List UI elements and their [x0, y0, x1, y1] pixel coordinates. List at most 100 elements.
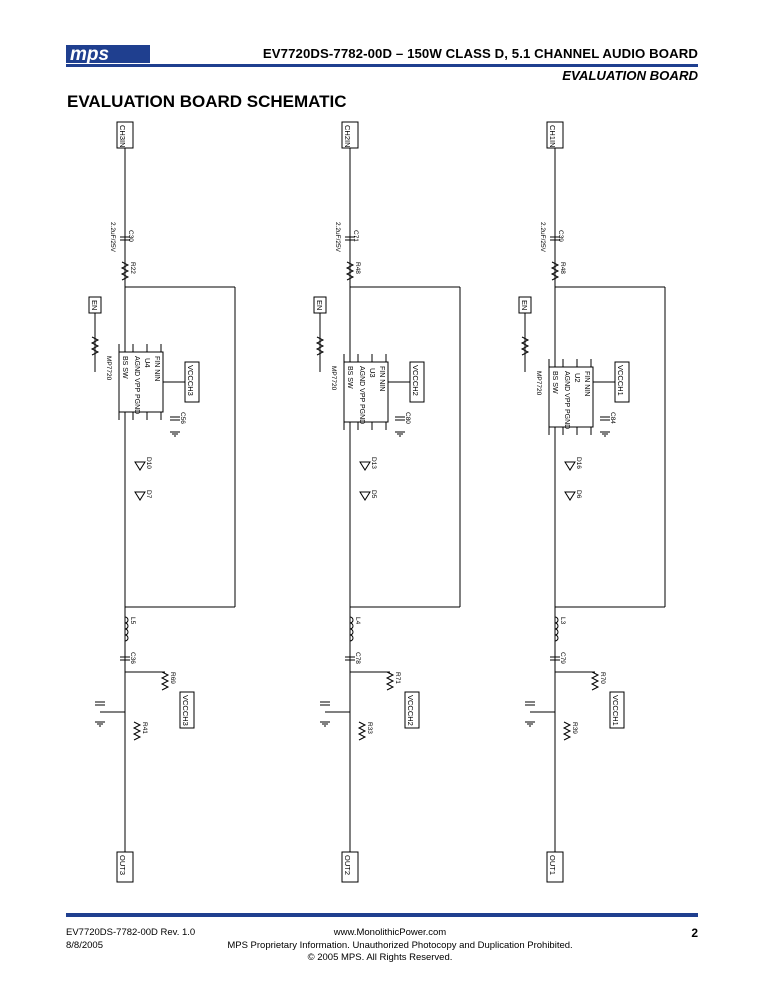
inductor-ref: L5 [129, 617, 136, 625]
header-rule [66, 64, 698, 67]
feedback-res-ref: R69 [169, 672, 176, 684]
input-resistor [345, 261, 355, 281]
input-net-box-label: CH3IN [118, 125, 127, 148]
snubber-res-ref: R33 [366, 722, 373, 734]
inductor-ref: L4 [354, 617, 361, 625]
ic-pins-bot: BS SW [121, 356, 128, 379]
inductor-coil [124, 634, 129, 642]
input-cap-value: 2.2uF/25V [539, 222, 546, 253]
feedback-net-box [179, 691, 195, 729]
ic-pins-mid: AGND VPP PGND [358, 366, 365, 424]
feedback-resistor [590, 671, 600, 691]
ic-pins-top: FIN NIN [583, 371, 590, 396]
document-subtitle: EVALUATION BOARD [562, 68, 698, 83]
input-cap-ref: C71 [352, 230, 359, 242]
output-net-box-label: OUT3 [118, 855, 127, 875]
footer-date: 8/8/2005 [66, 940, 103, 951]
input-net-box-label: CH2IN [343, 125, 352, 148]
output-cap-ref: C36 [129, 652, 136, 664]
input-net-box-label: CH1IN [548, 125, 557, 148]
output-cap-ref: C78 [354, 652, 361, 664]
ic-body [343, 361, 389, 423]
ic-pins-mid: AGND VPP PGND [563, 371, 570, 429]
feedback-net-box-label: VCCCH2 [406, 695, 415, 726]
snubber-resistor [357, 721, 367, 741]
diode [134, 491, 146, 501]
inductor-coil [349, 634, 354, 642]
bypass-cap-ref: C84 [609, 412, 616, 424]
enable-resistor [520, 336, 530, 356]
ic-part: MP7720 [105, 356, 112, 381]
ic-pins-top: FIN NIN [153, 356, 160, 381]
inductor-ref: L3 [559, 617, 566, 625]
bypass-cap-ref: C80 [404, 412, 411, 424]
feedback-net-box-label: VCCCH1 [611, 695, 620, 726]
diode-ref: D6 [575, 490, 582, 499]
output-net-box-label: OUT1 [548, 855, 557, 875]
input-resistor [120, 261, 130, 281]
enable-resistor [315, 336, 325, 356]
input-cap-ref: C30 [127, 230, 134, 242]
ic-pins-top: FIN NIN [378, 366, 385, 391]
input-resistor [550, 261, 560, 281]
input-cap-ref: C39 [557, 230, 564, 242]
snubber-resistor [132, 721, 142, 741]
feedback-net-box [609, 691, 625, 729]
mps-logo: mps [66, 42, 156, 71]
snubber-resistor [562, 721, 572, 741]
feedback-res-ref: R70 [599, 672, 606, 684]
diode [359, 491, 371, 501]
ic-part: MP7720 [330, 366, 337, 391]
enable-net-box-label: EN [520, 300, 529, 310]
diode-ref: D16 [575, 457, 582, 469]
diode [564, 491, 576, 501]
feedback-net-box-label: VCCCH1 [616, 365, 625, 396]
feedback-resistor [160, 671, 170, 691]
enable-resistor [90, 336, 100, 356]
footer-url[interactable]: www.MonolithicPower.com [333, 927, 447, 938]
input-res-ref: R48 [354, 262, 361, 274]
feedback-net-box-label: VCCCH2 [411, 365, 420, 396]
footer-doc-rev: EV7720DS-7782-00D Rev. 1.0 [66, 927, 196, 938]
input-cap-value: 2.2uF/25V [109, 222, 116, 253]
snubber-res-ref: R39 [571, 722, 578, 734]
feedback-res-ref: R71 [394, 672, 401, 684]
input-res-ref: R22 [129, 262, 136, 274]
ic-ref: U2 [573, 373, 582, 383]
feedback-net-box-label: VCCCH3 [181, 695, 190, 726]
snubber-res-ref: R41 [141, 722, 148, 734]
ic-ref: U3 [368, 368, 377, 378]
output-cap-ref: C79 [559, 652, 566, 664]
footer-rule [66, 913, 698, 917]
enable-net-box-label: EN [90, 300, 99, 310]
document-title: EV7720DS-7782-00D – 150W CLASS D, 5.1 CH… [262, 46, 698, 61]
feedback-net-box-label: VCCCH3 [186, 365, 195, 396]
diode-ref: D5 [370, 490, 377, 499]
diode [134, 461, 146, 471]
inductor-coil [554, 634, 559, 642]
footer-copyright: © 2005 MPS. All Rights Reserved. [307, 952, 453, 963]
diode-ref: D10 [145, 457, 152, 469]
ic-pins-bot: BS SW [346, 366, 353, 389]
enable-net-box-label: EN [315, 300, 324, 310]
page-number: 2 [691, 926, 698, 940]
feedback-resistor [385, 671, 395, 691]
ic-ref: U4 [143, 358, 152, 368]
ic-pins-mid: AGND VPP PGND [133, 356, 140, 414]
input-cap-value: 2.2uF/25V [334, 222, 341, 253]
diode [359, 461, 371, 471]
diode [564, 461, 576, 471]
bypass-cap-ref: C56 [179, 412, 186, 424]
ic-pins-bot: BS SW [551, 371, 558, 394]
logo-text: mps [70, 44, 109, 65]
output-net-box-label: OUT2 [343, 855, 352, 875]
ic-body [548, 366, 594, 428]
diode-ref: D13 [370, 457, 377, 469]
footer-proprietary: MPS Proprietary Information. Unauthorize… [227, 940, 573, 951]
page-title: EVALUATION BOARD SCHEMATIC [67, 92, 347, 111]
input-res-ref: R48 [559, 262, 566, 274]
diode-ref: D7 [145, 490, 152, 499]
ic-part: MP7720 [535, 371, 542, 396]
